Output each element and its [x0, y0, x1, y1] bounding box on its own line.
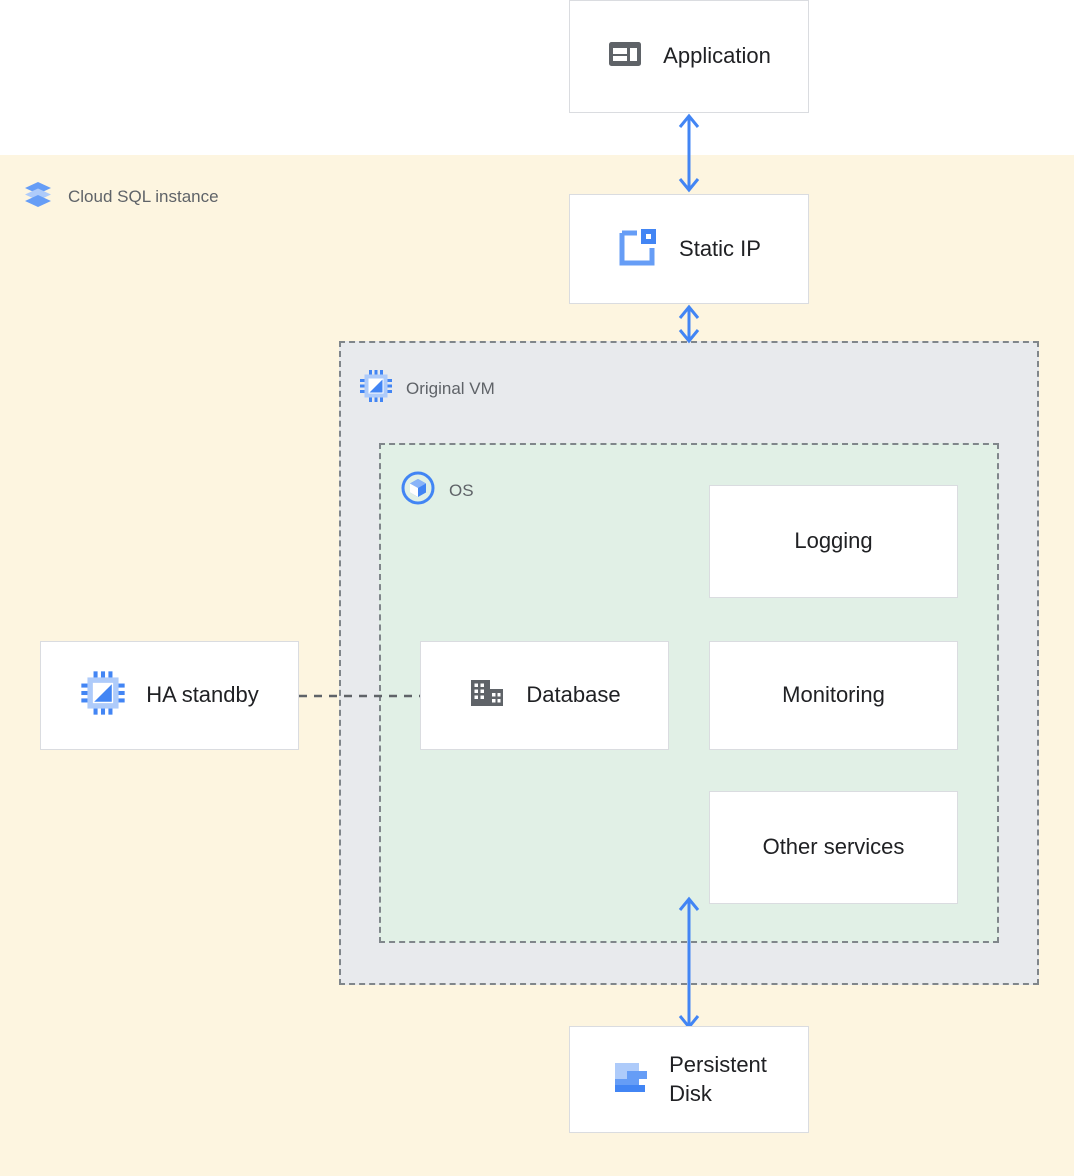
- application-window-icon: [607, 36, 643, 77]
- connector-application-static-ip: [666, 110, 712, 201]
- node-application[interactable]: Application: [569, 0, 809, 113]
- node-label: Monitoring: [782, 682, 885, 708]
- region-label-text: Cloud SQL instance: [68, 186, 219, 206]
- cloud-sql-icon: [22, 178, 54, 215]
- connector-static-ip-vm: [666, 301, 712, 352]
- node-label: Other services: [762, 834, 905, 860]
- region-label-text: Original VM: [406, 378, 495, 398]
- node-other-services[interactable]: Other services: [709, 791, 958, 904]
- os-container-icon: [400, 470, 436, 511]
- node-label: Static IP: [679, 235, 761, 261]
- database-building-icon: [468, 674, 506, 717]
- node-label-line2: Disk: [669, 1080, 712, 1106]
- node-database[interactable]: Database: [420, 641, 669, 750]
- node-label: Database: [526, 682, 621, 708]
- node-label: Application: [663, 43, 771, 69]
- vm-chip-icon: [359, 369, 393, 408]
- region-label-cloud-sql-instance: Cloud SQL instance: [22, 178, 219, 215]
- node-label: Logging: [794, 528, 873, 554]
- vm-chip-icon: [80, 670, 126, 721]
- node-static-ip[interactable]: Static IP: [569, 194, 809, 304]
- region-label-original-vm: Original VM: [359, 369, 495, 408]
- node-label: HA standby: [146, 682, 259, 708]
- static-ip-icon: [617, 226, 659, 273]
- node-persistent-disk[interactable]: Persistent Disk: [569, 1026, 809, 1133]
- node-label-line1: Persistent: [669, 1052, 767, 1078]
- region-label-text: OS: [449, 480, 474, 500]
- connector-os-persistent-disk: [666, 893, 712, 1038]
- persistent-disk-icon: [611, 1057, 651, 1102]
- region-label-os: OS: [400, 470, 474, 511]
- node-ha-standby[interactable]: HA standby: [40, 641, 299, 750]
- node-label: Persistent Disk: [669, 1051, 767, 1107]
- node-logging[interactable]: Logging: [709, 485, 958, 598]
- node-monitoring[interactable]: Monitoring: [709, 641, 958, 750]
- connector-ha-standby-database: [299, 686, 423, 704]
